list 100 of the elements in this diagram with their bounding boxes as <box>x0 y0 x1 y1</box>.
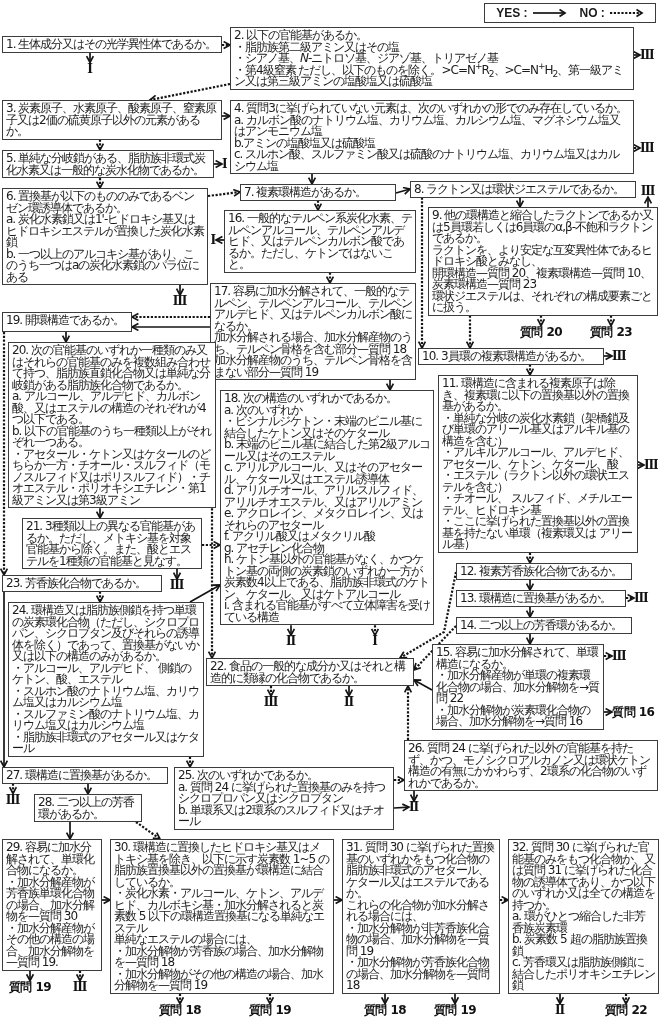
solid-arrow <box>0 590 9 768</box>
question-text: 28. 二つ以上の芳香環があるか。 <box>38 797 136 821</box>
dotted-arrow <box>95 591 105 603</box>
solid-arrow <box>409 790 419 802</box>
question-box <box>8 342 216 509</box>
question-reference: 質問 19 <box>248 1003 292 1016</box>
solid-arrow <box>221 111 231 121</box>
question-box <box>418 348 604 365</box>
dotted-arrow <box>604 651 613 661</box>
question-box <box>34 794 142 823</box>
solid-arrow <box>632 50 641 60</box>
question-text: 27. 環構造に置換基があるか。 <box>6 770 158 782</box>
question-reference: 質問 20 <box>519 325 563 338</box>
dotted-arrow <box>135 821 161 840</box>
class-label: Ⅰ <box>372 635 378 648</box>
question-reference: 質問 19 <box>433 1003 477 1016</box>
question-box <box>2 36 222 53</box>
solid-arrow <box>413 679 433 691</box>
condition-text: ・加水分解産物が単環の複素環化合物の場合、加水分解物を→質問 22 <box>436 670 600 705</box>
class-label: Ⅱ <box>554 1003 566 1016</box>
class-label: Ⅱ <box>343 696 355 709</box>
solid-arrow <box>95 507 105 519</box>
dotted-arrow <box>175 993 185 1005</box>
dotted-arrow <box>313 200 323 211</box>
solid-arrow <box>603 707 613 717</box>
question-reference: 質問 18 <box>158 1003 202 1016</box>
question-box <box>438 375 638 553</box>
legend-label: YES : <box>496 6 528 20</box>
class-label: Ⅲ <box>640 142 655 154</box>
question-text: 26. 質問 24 に挙げられた以外の官能基を持たず、かつ、モノシクロアルカノン又は環状ケトン構造の有無にかかわらず、2環系の化合物のいずれかであるか。 <box>408 743 651 790</box>
question-text: 22. 食品の一般的な成分か又はそれと構造的に類縁の化合物であるか。 <box>210 661 407 685</box>
solid-arrow <box>393 803 410 812</box>
condition-text: ・スルホン酸のナトリウム塩、カリウム塩又はカルシウム塩 <box>12 685 200 709</box>
question-text: 10. 3員環の複素環構造があるか。 <box>422 351 592 363</box>
dotted-arrow <box>370 625 380 637</box>
question-text: 20. 次の官能基のいずれか一種類のみ又はそれらの官能基のみを複数組み合わせて持つ、脂肪族直鎖化合物又は単純な分岐鎖がある脂肪族化合物であるか。 <box>12 345 212 392</box>
question-text: 23. 芳香族化合物であるか。 <box>6 578 147 590</box>
condition-text: b. 以下の官能基のうち一種類以上がそれぞれ一つある。 <box>12 425 212 449</box>
question-text: 8. ラクトン又は環状ジエステルであるか。 <box>414 184 626 196</box>
solid-arrow <box>636 460 645 470</box>
question-box <box>2 575 162 592</box>
dotted-arrow <box>265 993 275 1005</box>
question-text: 3. 炭素原子、水素原子、酸素原子、窒素原子又は2価の硫黄原子以外の元素があるか。 <box>6 103 218 138</box>
dotted-arrow <box>266 686 276 697</box>
dotted-arrow <box>222 40 231 50</box>
solid-arrow <box>175 284 185 296</box>
question-box <box>230 100 634 175</box>
condition-text: b. 単環系又は2環系のスルフィド又はチオール <box>178 804 385 828</box>
class-label: Ⅲ <box>169 579 185 592</box>
solid-arrow <box>61 331 71 343</box>
class-label: Ⅲ <box>612 650 627 662</box>
question-text: 18. 次の構造のいずれかであるか。 <box>224 393 398 405</box>
question-reference: 質問 23 <box>589 325 633 338</box>
condition-text: ・加水分解産物がその他の構造の場合、加水分解物を—質問 19. <box>6 922 96 969</box>
dotted-arrow <box>95 178 105 189</box>
question-text: 16. 一般的なテルペン系炭化水素、テルペンアルコール、テルペンアルデヒド、又はテルペンカルボン酸であるか。ただし、ケトンではないこと。 <box>228 213 412 271</box>
dotted-arrow <box>626 593 635 603</box>
solid-arrow <box>525 578 535 591</box>
dotted-arrow <box>325 272 335 284</box>
condition-text: ・単純な分岐の炭化水素鎖（架橋鎖及び単環のアリール基又はアルキル基の構造を含む） <box>442 412 631 448</box>
condition-text: c. 芳香環又は脂肪族側鎖に結合したポリオキシエチレン鎖 <box>512 957 655 992</box>
condition-text: ・加水分解物が炭素環化合物の場合、加水分解物を→質問 16 <box>436 704 592 728</box>
dotted-arrow <box>525 552 535 564</box>
question-box <box>230 27 634 90</box>
class-label: Ⅲ <box>72 980 88 993</box>
legend-label: NO : <box>579 6 605 20</box>
question-box <box>206 658 414 687</box>
condition-text: 環状ジエステルは、それぞれの構成要素ごとに扱う。 <box>432 290 653 314</box>
dotted-arrow <box>417 197 427 349</box>
dotted-arrow <box>207 508 217 659</box>
question-box <box>2 150 214 179</box>
dotted-arrow <box>185 756 195 768</box>
class-label: Ⅱ <box>285 635 297 648</box>
question-box <box>174 767 394 830</box>
dotted-arrow <box>500 895 509 905</box>
condition-text: ・アルコール、アルデヒド、 側鎖のケトン、酸、エステル <box>12 662 192 686</box>
solid-arrow <box>380 992 390 1005</box>
question-box <box>2 188 208 286</box>
question-box <box>2 767 168 784</box>
condition-text: ・脂肪族第二級アミン又はその塩 <box>234 41 400 54</box>
question-box <box>2 839 102 971</box>
question-reference: 質問 16 <box>612 706 655 718</box>
dotted-arrow <box>525 364 535 376</box>
condition-text: ・スルファミン酸のナトリウム塩、カリウム塩又はカルシウム塩 <box>12 708 200 732</box>
condition-text: c. スルホン酸、スルファミン酸又は硫酸のナトリウム塩、カリウム塩又はカルシウム塩 <box>234 149 621 173</box>
condition-text: f. アクリル酸又はメタクリル酸 <box>224 531 377 543</box>
condition-text: ・アセタール・ケトン又はケタールのどちらか一方・チオール・スルフィド（モノスルフィド又はポリスルフィド）・チオエステル・ポリオキシエチレン・第1級アミン又は第3級アミン <box>12 448 212 507</box>
question-box <box>428 207 658 316</box>
question-text: 29. 容易に加水分解されて、単環化合物になるか。 <box>6 842 96 877</box>
class-label: Ⅱ <box>408 801 420 814</box>
condition-text: ・シアノ基、N-ニトロソ基、ジアゾ基、トリアゼノ基 <box>234 53 500 65</box>
solid-arrow <box>395 186 411 195</box>
question-box <box>508 839 659 994</box>
question-box <box>220 390 434 626</box>
condition-text: ・加水分解産物が芳香族単環化合物の場合、加水分解物を—質問 30 <box>6 876 96 923</box>
dotted-arrow <box>632 143 641 153</box>
condition-text: ・加水分解物が芳香族化合物の場合、加水分解物を—質問 18 <box>346 957 490 992</box>
question-text: 31. 質問 30 に挙げられた置換基のいずれかをもつ化合物の脂肪族非環式のアセタール、ケタール又はエステルであるか。 <box>346 842 495 900</box>
solid-arrow <box>555 992 565 1005</box>
solid-arrow <box>344 685 354 697</box>
